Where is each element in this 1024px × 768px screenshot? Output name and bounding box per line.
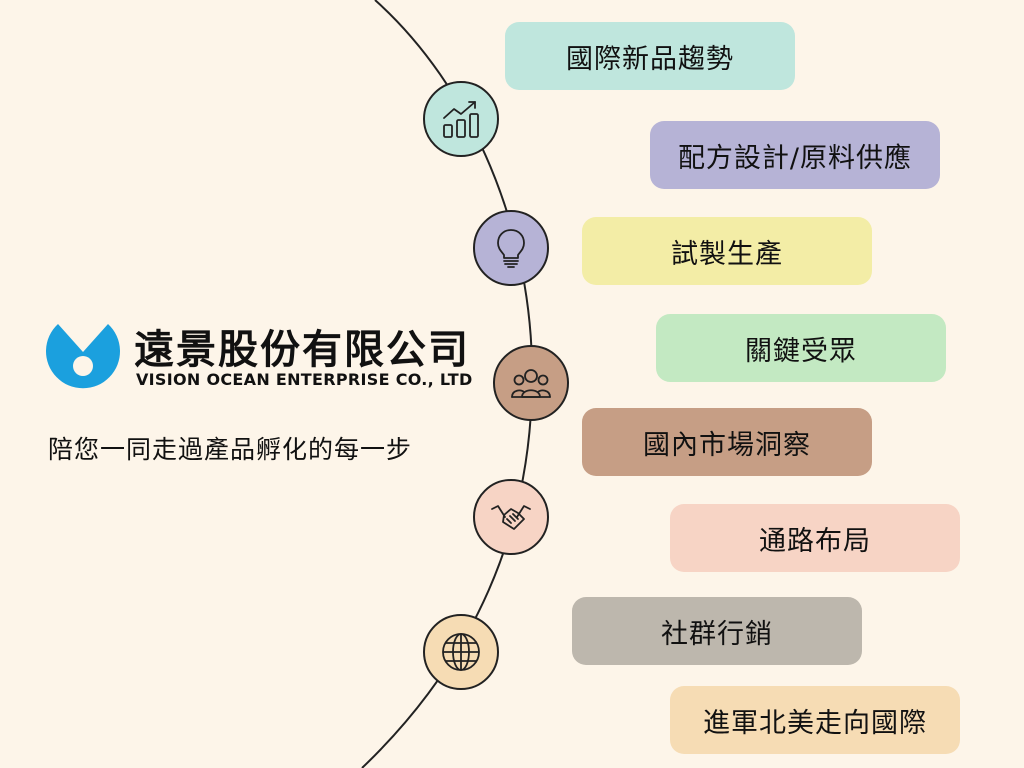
step-label: 配方設計/原料供應 (677, 142, 913, 174)
step-go-international: 進軍北美走向國際 (670, 686, 960, 754)
step-formula-design: 配方設計/原料供應 (650, 121, 940, 189)
globe-icon (442, 633, 480, 671)
company-logo (46, 324, 120, 389)
step-label: 通路布局 (759, 525, 871, 557)
step-label: 試製生產 (671, 238, 783, 270)
step-key-audience: 關鍵受眾 (656, 314, 946, 382)
step-label: 關鍵受眾 (745, 335, 857, 367)
step-channel-layout: 通路布局 (670, 504, 960, 572)
lightbulb-icon (497, 229, 525, 268)
growth-chart-icon-circle (423, 81, 499, 157)
step-domestic-insight: 國內市場洞察 (582, 408, 872, 476)
step-trial-production: 試製生產 (582, 217, 872, 285)
people-group-icon-circle (493, 345, 569, 421)
company-name-cn: 遠景股份有限公司 (134, 327, 470, 373)
globe-icon-circle (423, 614, 499, 690)
growth-chart-icon (443, 101, 479, 138)
handshake-icon (491, 505, 531, 530)
step-label: 社群行銷 (661, 618, 773, 650)
step-label: 進軍北美走向國際 (703, 707, 927, 739)
step-label: 國際新品趨勢 (566, 43, 734, 75)
lightbulb-icon-circle (473, 210, 549, 286)
people-group-icon (511, 369, 551, 398)
company-name-en: VISION OCEAN ENTERPRISE CO., LTD (136, 370, 473, 389)
step-international-trends: 國際新品趨勢 (505, 22, 795, 90)
tagline: 陪您一同走過產品孵化的每一步 (48, 435, 413, 464)
step-label: 國內市場洞察 (643, 429, 811, 461)
handshake-icon-circle (473, 479, 549, 555)
step-social-marketing: 社群行銷 (572, 597, 862, 665)
